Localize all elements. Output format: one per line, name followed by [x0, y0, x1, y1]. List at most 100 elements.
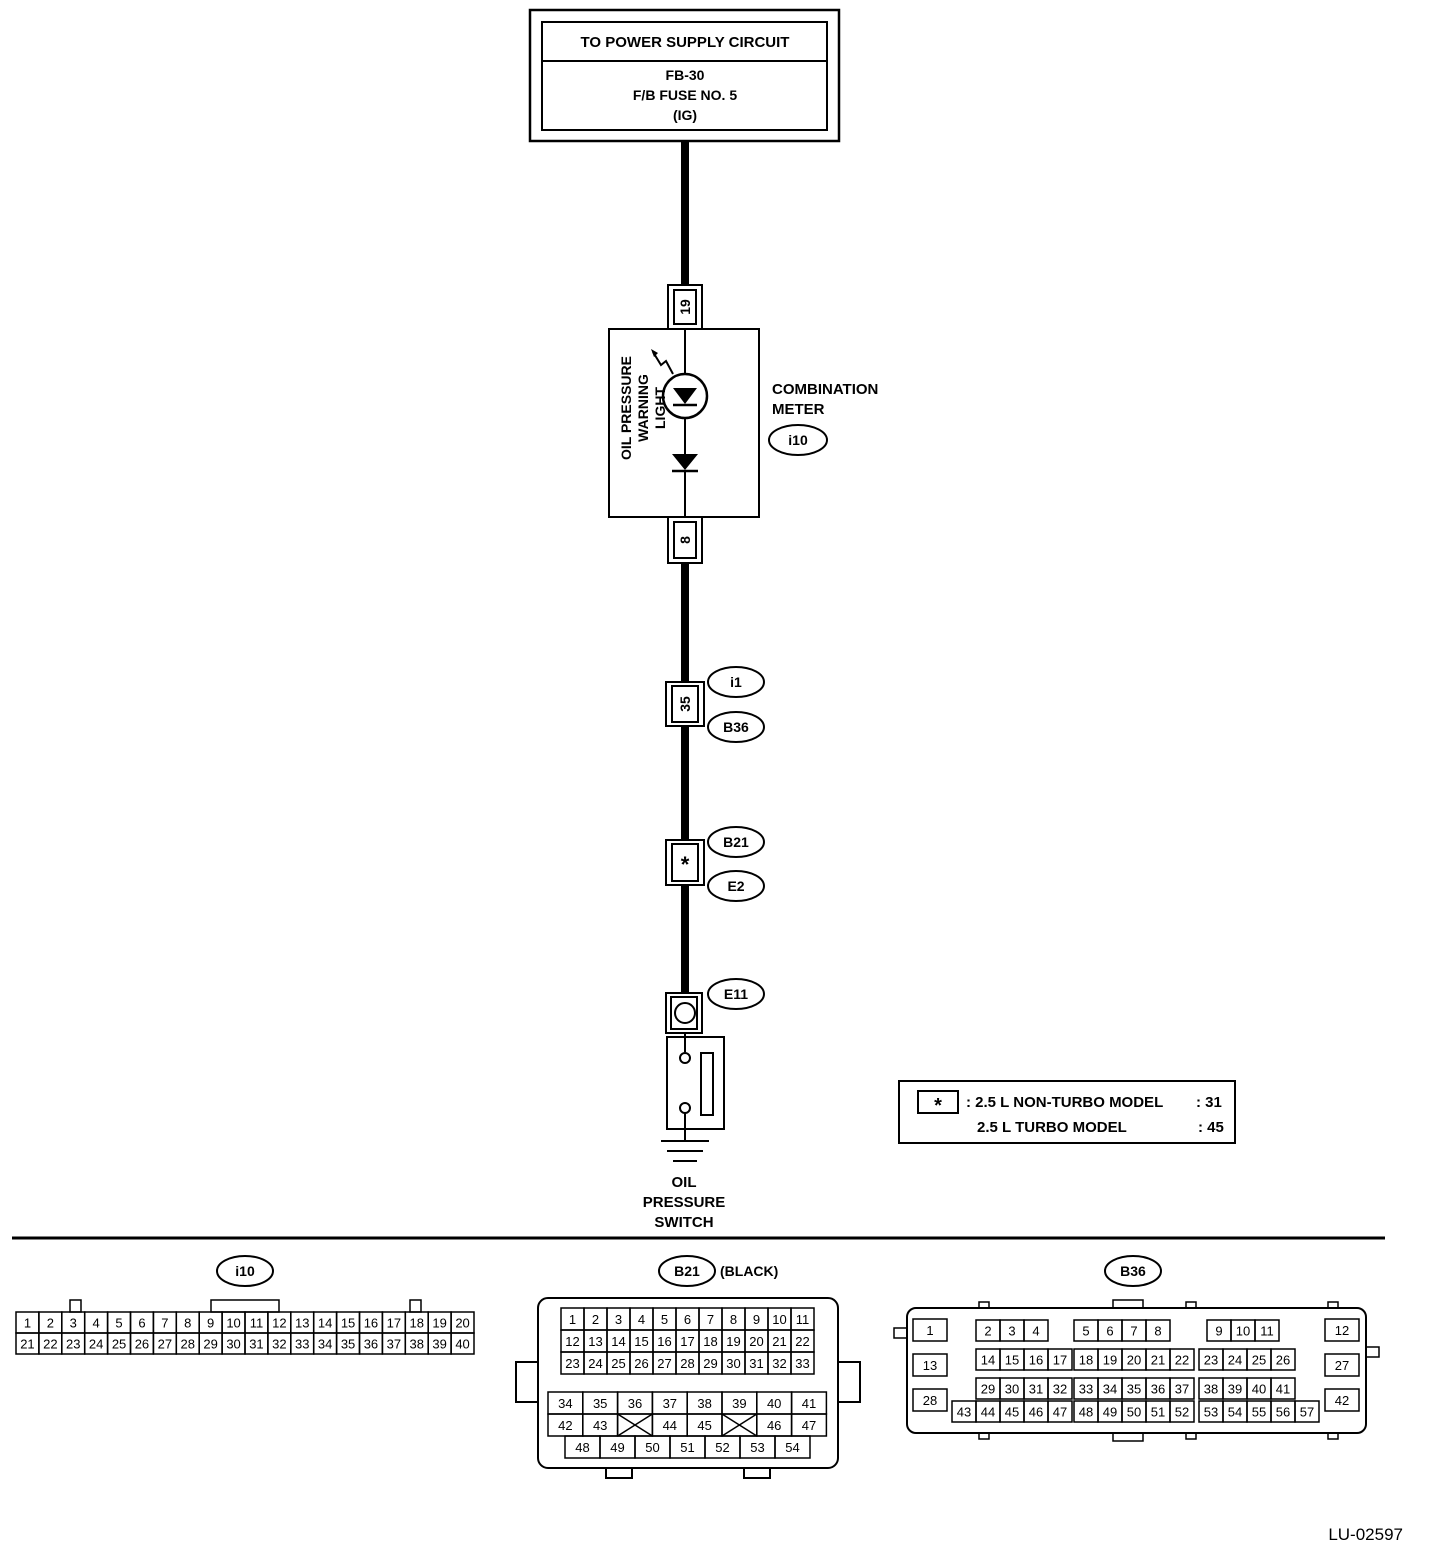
b21-pin-46: 46	[767, 1418, 781, 1433]
i10-pin-20: 20	[455, 1316, 469, 1331]
b36-pin-20: 20	[1127, 1353, 1141, 1368]
b21-pin-42: 42	[558, 1418, 572, 1433]
b36-pin-57-cell	[1294, 1400, 1320, 1423]
i10-pin-31: 31	[249, 1337, 263, 1352]
b21-pin-17: 17	[680, 1334, 694, 1349]
b36-pin-50: 50	[1127, 1405, 1141, 1420]
i10-pin-15: 15	[341, 1316, 355, 1331]
b36-pin-48: 48	[1079, 1405, 1093, 1420]
b36-pin-14: 14	[981, 1353, 995, 1368]
b36-pin-49: 49	[1103, 1405, 1117, 1420]
power-supply-box: TO POWER SUPPLY CIRCUIT FB-30 F/B FUSE N…	[528, 8, 841, 143]
i10-pin-11: 11	[250, 1316, 264, 1331]
b36-pin-42-cell	[1324, 1388, 1360, 1412]
b21-pin-54-cell	[774, 1435, 811, 1459]
b21-pin-16: 16	[657, 1334, 671, 1349]
b21-pin-5: 5	[661, 1312, 668, 1327]
b21-pin-44: 44	[663, 1418, 677, 1433]
b36-pin-15: 15	[1005, 1353, 1019, 1368]
b36-pin-22: 22	[1175, 1353, 1189, 1368]
legend-row1-value: : 31	[1196, 1094, 1222, 1111]
b21-tag-label: B21	[723, 834, 749, 850]
i10-pin-3: 3	[70, 1316, 77, 1331]
diode-icon	[672, 454, 698, 470]
b36-pin-52-cell	[1169, 1400, 1195, 1423]
combination-meter: OIL PRESSURE WARNING LIGHT COMBINATION M…	[608, 328, 878, 518]
i10-pin-33: 33	[295, 1337, 309, 1352]
b21-pin-37: 37	[663, 1396, 677, 1411]
b36-pin-13-cell	[912, 1353, 948, 1377]
b36-pin-22-cell	[1169, 1348, 1195, 1371]
b36-pin-51: 51	[1151, 1405, 1165, 1420]
i10-pin-21: 21	[20, 1337, 34, 1352]
b21-pin-20: 20	[749, 1334, 763, 1349]
legend-symbol: *	[934, 1095, 942, 1117]
i10-pin-25: 25	[112, 1337, 126, 1352]
model-legend: * : 2.5 L NON-TURBO MODEL : 31 2.5 L TUR…	[898, 1080, 1236, 1144]
b21-pin-36: 36	[628, 1396, 642, 1411]
b21-pin-40: 40	[767, 1396, 781, 1411]
meter-name-2: METER	[772, 401, 825, 418]
b21-pin-24: 24	[588, 1356, 602, 1371]
b36-pin-11: 11	[1260, 1324, 1274, 1339]
b21-pin-27: 27	[657, 1356, 671, 1371]
b21-pin-6: 6	[684, 1312, 691, 1327]
b36-pin-2: 2	[984, 1324, 991, 1339]
b36-pin-32-cell	[1047, 1377, 1073, 1400]
b21-pin-33: 33	[795, 1356, 809, 1371]
b36-pin-26: 26	[1276, 1353, 1290, 1368]
b36-pin-42: 42	[1335, 1393, 1349, 1408]
b36-pin-4: 4	[1032, 1324, 1039, 1339]
i10-pin-32: 32	[272, 1337, 286, 1352]
b21-pin-43: 43	[593, 1418, 607, 1433]
b21-pin-21: 21	[772, 1334, 786, 1349]
b36-pin-1: 1	[926, 1323, 933, 1338]
power-supply-line1: FB-30	[666, 67, 705, 83]
b21-pin-11: 11	[796, 1312, 810, 1327]
b36-pin-28-cell	[912, 1388, 948, 1412]
legend-row1-model: : 2.5 L NON-TURBO MODEL	[966, 1094, 1163, 1111]
b21-connector-tag	[658, 1255, 716, 1287]
pin-8-connector: 8	[667, 516, 703, 564]
b36-pin-8: 8	[1154, 1324, 1161, 1339]
b21-pin-10: 10	[772, 1312, 786, 1327]
b21-pin-34: 34	[558, 1396, 572, 1411]
b21-pin-30: 30	[726, 1356, 740, 1371]
i10-pin-6: 6	[138, 1316, 145, 1331]
b21-pin-4: 4	[638, 1312, 645, 1327]
light-emission-icon	[651, 349, 674, 375]
power-supply-line2: F/B FUSE NO. 5	[633, 87, 737, 103]
ground-icon	[661, 1140, 709, 1162]
i10-pin-16: 16	[364, 1316, 378, 1331]
b21-connector-tag-label: B21	[674, 1263, 700, 1279]
b36-connector-tag-label: B36	[1120, 1263, 1146, 1279]
b36-pin-17-cell	[1047, 1348, 1073, 1371]
b21-pin-45: 45	[697, 1418, 711, 1433]
e2-tag	[707, 870, 765, 902]
switch-contact-icon	[700, 1052, 714, 1116]
b36-pin-53: 53	[1204, 1405, 1218, 1420]
b21-pin-49: 49	[610, 1440, 624, 1455]
blocked-pin-mark	[617, 1413, 653, 1437]
b36-pin-47-cell	[1047, 1400, 1073, 1423]
star-pin-label: *	[681, 852, 690, 877]
b36-pin-37-cell	[1169, 1377, 1195, 1400]
switch-label-1: OIL	[672, 1174, 697, 1191]
b21-pin-22: 22	[795, 1334, 809, 1349]
i10-pin-5: 5	[115, 1316, 122, 1331]
i10-pin-36: 36	[364, 1337, 378, 1352]
b36-pin-43: 43	[957, 1405, 971, 1420]
i10-pin-8: 8	[184, 1316, 191, 1331]
b21-pin-35: 35	[593, 1396, 607, 1411]
b21-e2-connector: * B21 E2	[665, 826, 765, 902]
b21-pin-39: 39	[732, 1396, 746, 1411]
b21-pin-14: 14	[611, 1334, 625, 1349]
b36-pin-8-cell	[1145, 1319, 1171, 1342]
b36-pin-41: 41	[1276, 1382, 1290, 1397]
b36-pin-46: 46	[1029, 1405, 1043, 1420]
b21-pin-54: 54	[785, 1440, 799, 1455]
b21-pin-23: 23	[565, 1356, 579, 1371]
i10-pin-1: 1	[24, 1316, 31, 1331]
b36-pin-12: 12	[1335, 1323, 1349, 1338]
b36-tag-label: B36	[723, 719, 749, 735]
